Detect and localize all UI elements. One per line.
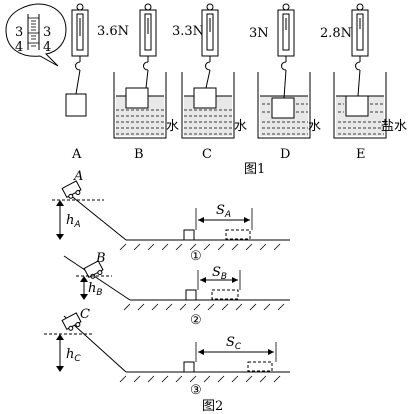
h-a: hA — [66, 213, 81, 230]
ball-a: A — [73, 169, 83, 184]
trial-1: A hA SA ① — [52, 169, 290, 264]
reading-c: 3.3N — [172, 24, 204, 39]
reading-d: 3N — [249, 26, 269, 41]
s-b: SB — [212, 265, 227, 282]
inset-top-left: 3 — [15, 25, 23, 40]
label-c: C — [202, 147, 212, 162]
liquid-c: 水 — [234, 119, 247, 134]
reading-e: 2.8N — [320, 26, 352, 41]
scale-inset: 3 3 4 4 — [5, 3, 67, 67]
trial-3-number: ③ — [190, 383, 202, 398]
trial-1-number: ① — [190, 249, 202, 264]
label-b: B — [134, 147, 144, 162]
figure-2-caption: 图2 — [202, 399, 223, 414]
liquid-e: 盐水 — [381, 119, 407, 134]
figure-1: 3 3 4 4 A 3.6N 3.3N 3N 2.8N — [5, 3, 407, 177]
liquid-b: 水 — [166, 119, 179, 134]
h-b: hB — [88, 281, 103, 298]
figure-2: A hA SA ① — [44, 169, 290, 414]
trial-2-number: ② — [190, 313, 202, 328]
label-e: E — [356, 147, 366, 162]
reading-b: 3.6N — [97, 24, 129, 39]
liquid-d: 水 — [308, 119, 321, 134]
label-a: A — [71, 147, 82, 162]
inset-bottom-left: 4 — [15, 40, 23, 55]
figure-1-caption: 图1 — [244, 162, 265, 177]
trial-2: B hB SB ② — [63, 251, 290, 328]
beakers: 水 水 水 — [113, 69, 407, 139]
trial-3: C hC SC ③ — [44, 307, 290, 398]
inset-bottom-right: 4 — [43, 40, 51, 55]
inset-top-right: 3 — [43, 25, 51, 40]
h-c: hC — [66, 347, 81, 364]
ball-c: C — [80, 307, 90, 322]
s-c: SC — [226, 335, 242, 352]
s-a: SA — [216, 203, 231, 220]
ball-b: B — [95, 251, 106, 266]
spring-scale-a: A — [65, 3, 89, 162]
label-d: D — [280, 147, 290, 162]
spring-scales-bcde — [139, 3, 369, 71]
